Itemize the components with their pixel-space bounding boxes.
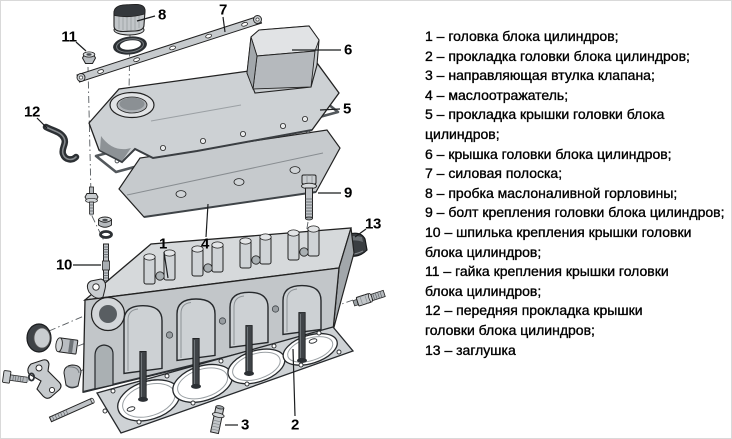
sensor-stud: [352, 289, 386, 307]
callout-8: 8: [157, 6, 167, 24]
legend-item-6: 6 – крышка головки блока цилиндров;: [425, 145, 672, 162]
legend-item-7: 7 – силовая полоска;: [425, 165, 563, 182]
callout-2: 2: [290, 416, 300, 434]
filler-neck-opening: [109, 91, 155, 119]
callout-12: 12: [23, 103, 41, 121]
cover-nut-part: [81, 51, 97, 64]
stud-assembly-part: [84, 186, 113, 286]
bracket: [27, 359, 62, 399]
left-parts-cluster: [2, 323, 95, 423]
legend-item-5: 5 – прокладка крышки головки блока цилин…: [425, 106, 665, 142]
callout-13: 13: [364, 215, 382, 233]
small-cylinder-plug: [55, 337, 79, 355]
leader-lines: [36, 15, 367, 426]
valve-guide-part: [209, 405, 225, 435]
callout-9: 9: [343, 184, 353, 202]
legend-item-13: 13 – заглушка: [425, 341, 516, 358]
callout-6: 6: [343, 41, 353, 59]
legend-item-11: 11 – гайка крепления крышки головки блок…: [425, 263, 669, 299]
legend-item-8: 8 – пробка маслоналивной горловины;: [425, 184, 678, 201]
valve-cover-part: [88, 25, 340, 164]
power-strip-part: [76, 15, 263, 83]
small-bolt: [2, 370, 29, 384]
head-gasket-part: [96, 326, 355, 434]
callout-3: 3: [240, 416, 250, 434]
bearing-half-shell: [63, 364, 82, 389]
head-arches: [123, 284, 322, 375]
legend-item-3: 3 – направляющая втулка клапана;: [425, 67, 655, 84]
legend-item-9: 9 – болт крепления головки блока цилиндр…: [425, 204, 725, 221]
cap-o-ring: [113, 36, 147, 55]
callout-4: 4: [200, 235, 210, 253]
legend-item-2: 2 – прокладка головки блока цилиндров;: [425, 47, 690, 64]
legend-item-10: 10 – шпилька крепления крышки головки бл…: [425, 223, 692, 260]
deflector-dome-nuts: [175, 166, 301, 198]
cover-top-box: [246, 25, 320, 94]
legend-item-1: 1 – головка блока цилиндров;: [425, 28, 619, 44]
callout-1: 1: [158, 235, 168, 253]
head-bolt-part: [301, 174, 317, 221]
small-o-ring: [27, 372, 35, 382]
cylinder-head-part: [82, 225, 355, 393]
callout-7: 7: [218, 1, 228, 19]
valve-stems: [138, 312, 307, 402]
long-stud: [48, 397, 95, 423]
gasket-holes: [102, 330, 342, 425]
front-gasket-part: [42, 123, 80, 163]
legend-item-12: 12 – передняя прокладка крышки головки б…: [425, 302, 643, 338]
rocker-towers: [143, 225, 320, 285]
callout-5: 5: [342, 100, 352, 118]
exploded-diagram: [2, 3, 386, 435]
cover-bolt-bosses: [159, 116, 308, 151]
legend-item-4: 4 – маслоотражатель;: [425, 86, 569, 103]
legend: 1 – головка блока цилиндров; 2 – проклад…: [425, 27, 729, 360]
callout-11: 11: [61, 28, 77, 46]
callout-10: 10: [55, 256, 73, 274]
oil-cap-part: [113, 3, 146, 36]
cam-cup-plug: [26, 323, 52, 353]
